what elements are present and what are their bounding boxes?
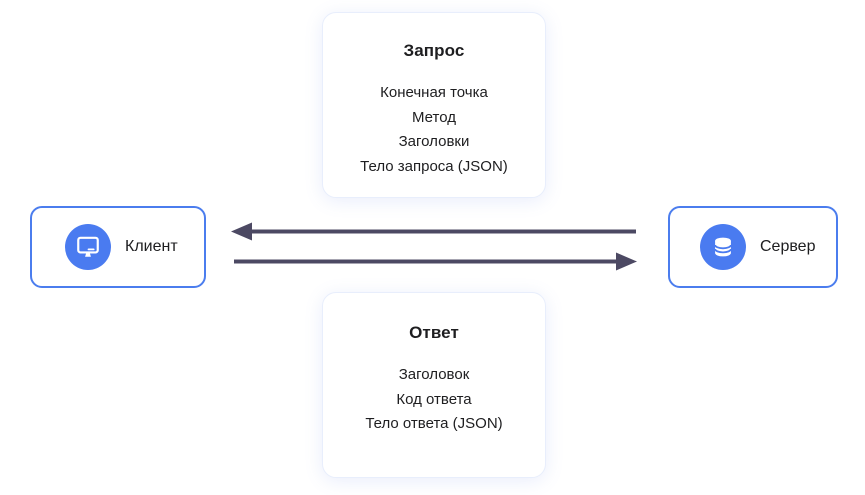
response-card-items: Заголовок Код ответа Тело ответа (JSON) [323, 363, 545, 437]
response-item-header: Заголовок [398, 366, 470, 383]
response-card-title: Ответ [409, 323, 459, 342]
request-item-endpoint: Конечная точка [380, 84, 488, 101]
response-item-body: Тело ответа (JSON) [365, 415, 503, 432]
client-node: Клиент [30, 206, 206, 288]
response-card: Ответ Заголовок Код ответа Тело ответа (… [322, 292, 546, 478]
server-to-client-arrow [231, 222, 636, 241]
request-card-items: Конечная точка Метод Заголовки Тело запр… [323, 81, 545, 179]
request-card-title: Запрос [403, 41, 465, 60]
request-card: Запрос Конечная точка Метод Заголовки Те… [322, 12, 546, 198]
server-node-label: Сервер [760, 238, 816, 255]
monitor-icon [65, 224, 111, 270]
response-item-code: Код ответа [396, 390, 472, 408]
server-node: Сервер [668, 206, 838, 288]
client-node-label: Клиент [125, 238, 178, 255]
database-icon [700, 224, 746, 270]
request-item-body: Тело запроса (JSON) [360, 157, 508, 175]
client-to-server-arrow [234, 252, 637, 271]
request-item-method: Метод [412, 108, 456, 126]
request-item-headers: Заголовки [398, 133, 470, 150]
